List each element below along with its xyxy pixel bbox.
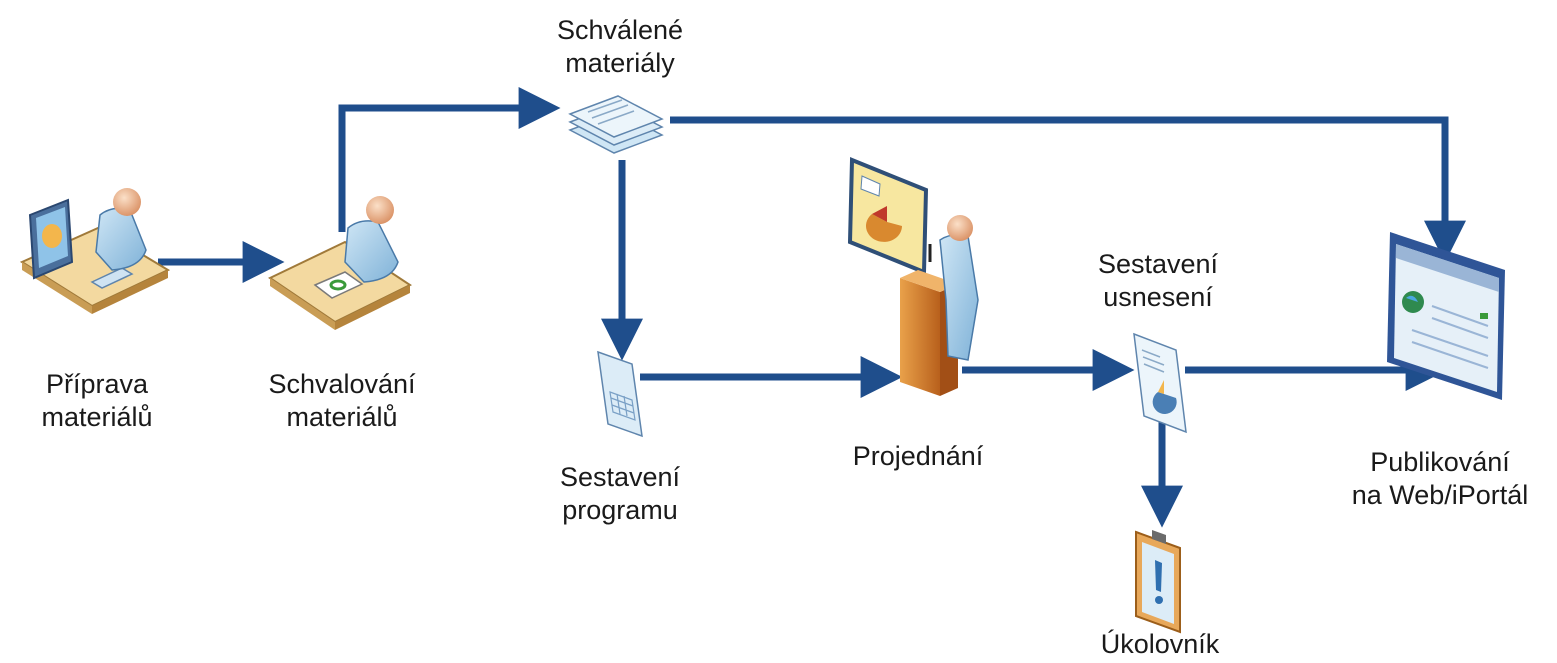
label-schvalene-line1: Schválené	[556, 15, 684, 45]
label-schvalovani-line2: materiálů	[286, 402, 398, 432]
label-schvalene-line2: materiály	[565, 48, 675, 78]
label-schvalovani-line1: Schvalování	[268, 369, 416, 399]
label-priprava-line2: materiálů	[41, 402, 153, 432]
label-usneseni: Sestavení usnesení	[1058, 248, 1258, 314]
arrow-schvalene-to-publikovani	[670, 116, 1466, 263]
label-program-line1: Sestavení	[559, 462, 681, 492]
label-priprava-line1: Příprava	[45, 369, 149, 399]
label-program: Sestavení programu	[520, 461, 720, 527]
label-projednani-line1: Projednání	[852, 441, 984, 471]
calendar-doc-icon	[597, 350, 643, 438]
person-computer-icon	[19, 188, 171, 314]
label-schvalovani: Schvalování materiálů	[242, 368, 442, 434]
label-usneseni-line2: usnesení	[1103, 282, 1213, 312]
label-publikovani-line1: Publikování	[1370, 447, 1510, 477]
label-publikovani: Publikování na Web/iPortál	[1325, 446, 1555, 512]
label-usneseni-line1: Sestavení	[1097, 249, 1219, 279]
label-projednani: Projednání	[818, 440, 1018, 473]
arrows	[158, 87, 1466, 528]
documents-stack-icon	[568, 95, 664, 154]
label-schvalene: Schválené materiály	[520, 14, 720, 80]
clipboard-task-icon	[1135, 530, 1181, 634]
person-approve-icon	[267, 196, 413, 330]
arrow-schvalovani-to-schvalene	[338, 87, 561, 232]
label-ukolovnik: Úkolovník	[1060, 628, 1260, 661]
resolution-doc-icon	[1133, 332, 1187, 434]
label-program-line2: programu	[562, 495, 678, 525]
web-page-icon	[1387, 232, 1505, 400]
label-ukolovnik-line1: Úkolovník	[1100, 629, 1220, 659]
label-priprava: Příprava materiálů	[12, 368, 182, 434]
presenter-podium-icon	[847, 157, 979, 396]
label-publikovani-line2: na Web/iPortál	[1351, 480, 1529, 510]
